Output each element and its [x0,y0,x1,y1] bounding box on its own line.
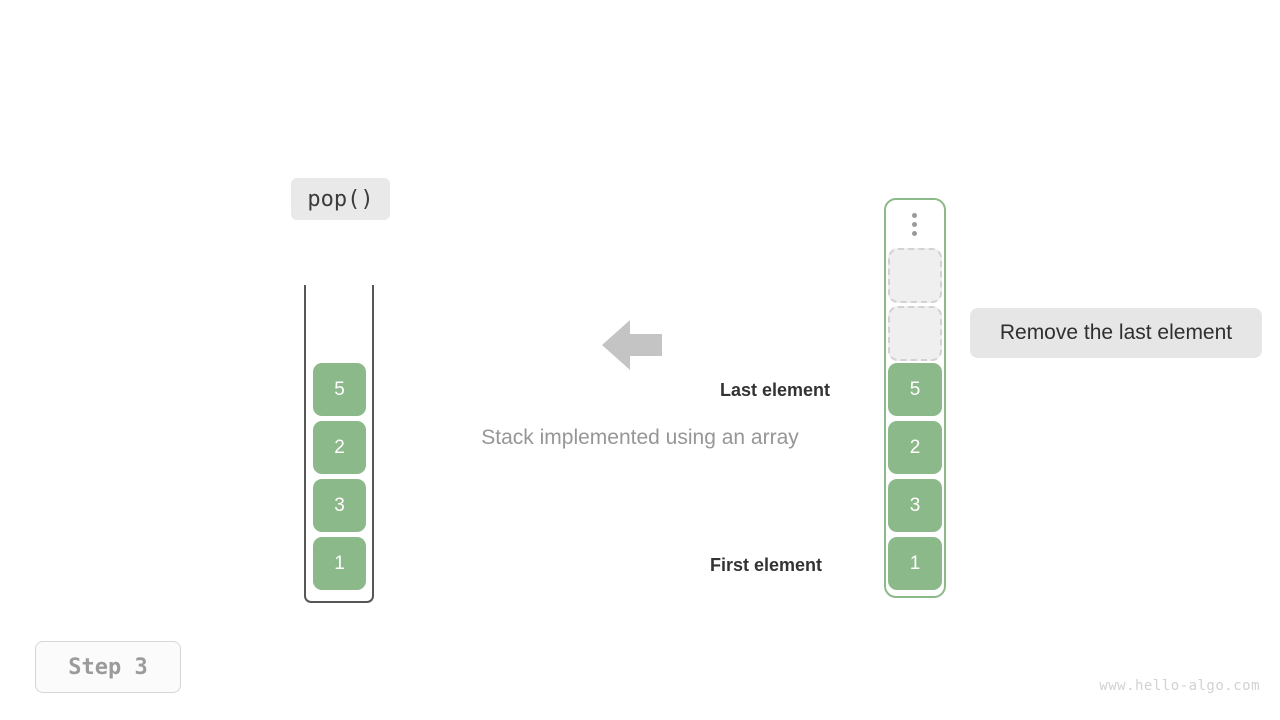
arrow-left-icon [602,318,662,372]
stack-cell: 3 [888,479,942,532]
operation-label-chip: pop() [291,178,390,220]
watermark: www.hello-algo.com [1099,678,1260,694]
array-cell-list: 5 2 3 1 [313,363,366,599]
vertical-ellipsis-icon [911,213,918,236]
annotation-first-element: First element [710,555,823,575]
stack-empty-slot [888,306,942,361]
step-badge: Step 3 [35,641,181,693]
note-remove-last-element: Remove the last element [970,308,1262,358]
array-cell: 5 [313,363,366,416]
stack-cell: 2 [888,421,942,474]
array-container-frame [304,285,374,603]
array-cell: 1 [313,537,366,590]
array-cell: 2 [313,421,366,474]
stack-cell: 1 [888,537,942,590]
annotation-last-element: Last element [720,380,831,400]
stack-cell: 5 [888,363,942,416]
stack-empty-slot [888,248,942,303]
diagram-caption: Stack implemented using an array [481,426,799,449]
stack-cell-list: 5 2 3 1 [888,363,942,599]
array-cell: 3 [313,479,366,532]
